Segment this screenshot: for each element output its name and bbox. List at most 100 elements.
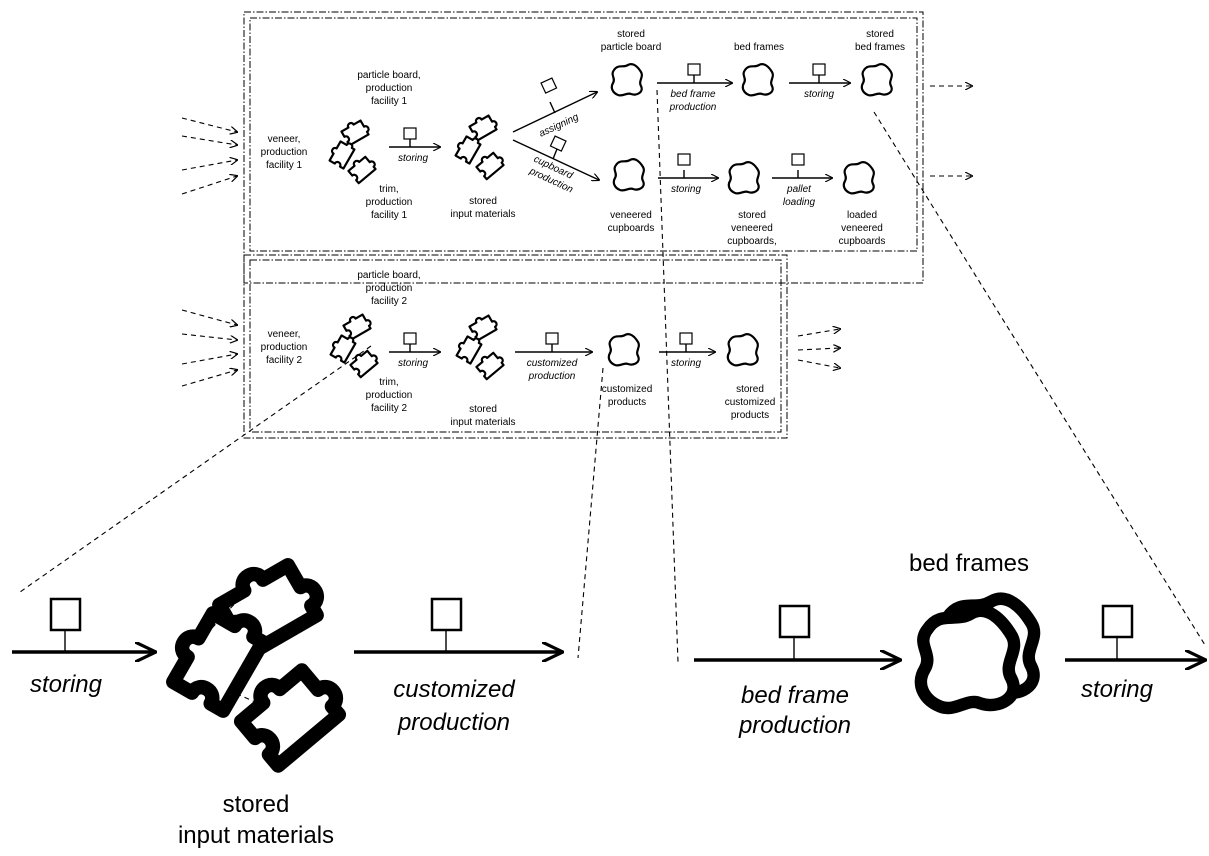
svg-text:bed frames: bed frames	[855, 42, 905, 53]
f1-veneer-label: veneer, production facility 1	[261, 134, 308, 171]
zoom-stored-input-icon	[164, 551, 347, 766]
f1-assigning-arrow: assigning	[512, 77, 597, 140]
f2-trim-label: trim, production facility 2	[366, 377, 413, 414]
f1-bed-frames-icon	[741, 62, 774, 97]
f1-veneered-cupboards-icon	[612, 157, 645, 192]
incoming-arrows-facility-1	[181, 117, 237, 195]
f2-customized-products-icon	[607, 332, 640, 367]
svg-text:facility 1: facility 1	[371, 210, 408, 221]
svg-text:facility 2: facility 2	[371, 403, 408, 414]
svg-text:stored: stored	[738, 210, 766, 221]
svg-text:production: production	[366, 197, 413, 208]
svg-text:storing: storing	[804, 89, 834, 100]
svg-text:loading: loading	[783, 197, 816, 208]
f1-stored-bed-frames-icon	[860, 62, 893, 97]
svg-text:cupboards: cupboards	[839, 236, 886, 247]
svg-text:veneer,: veneer,	[268, 134, 301, 145]
svg-text:products: products	[608, 397, 646, 408]
svg-text:production: production	[397, 709, 510, 736]
svg-text:production: production	[261, 147, 308, 158]
svg-text:loaded: loaded	[847, 210, 877, 221]
svg-text:production: production	[366, 283, 413, 294]
f2-stored-input-icon	[452, 310, 507, 381]
f2-stored-customized-products-label: stored customized products	[725, 384, 776, 421]
f1-stored-veneered-cupboards-icon	[727, 160, 760, 195]
svg-text:stored: stored	[736, 384, 764, 395]
svg-text:particle board,: particle board,	[357, 270, 420, 281]
svg-text:trim,: trim,	[379, 184, 398, 195]
f2-particle-board-label: particle board, production facility 2	[357, 270, 420, 307]
outgoing-arrows	[797, 86, 972, 368]
svg-text:customized: customized	[527, 358, 578, 369]
f2-storing-arrow-2: storing	[659, 332, 715, 369]
svg-text:veneered: veneered	[610, 210, 652, 221]
svg-text:input materials: input materials	[450, 417, 515, 428]
svg-text:production: production	[528, 371, 576, 382]
svg-text:veneered: veneered	[731, 223, 773, 234]
svg-text:bed frame: bed frame	[670, 89, 715, 100]
svg-text:facility 2: facility 2	[266, 355, 303, 366]
f2-stored-customized-products-icon	[726, 332, 759, 367]
svg-text:storing: storing	[1081, 676, 1154, 703]
facility-2-frame	[243, 254, 788, 439]
f2-veneer-label: veneer, production facility 2	[261, 329, 308, 366]
svg-text:customized: customized	[602, 384, 653, 395]
zoom-customized-production-arrow: customized production	[354, 597, 562, 736]
f1-particle-board-label: particle board, production facility 1	[357, 70, 420, 107]
zoom-storing-arrow-2: storing	[1065, 604, 1205, 703]
f1-pallet-loading-arrow: pallet loading	[772, 153, 832, 208]
svg-text:production: production	[366, 390, 413, 401]
f1-stored-bed-frames-label: stored bed frames	[855, 29, 905, 53]
svg-text:customized: customized	[725, 397, 776, 408]
svg-text:stored: stored	[617, 29, 645, 40]
f1-stored-particle-board-label: stored particle board	[601, 29, 662, 53]
zoom-bed-frames-label: bed frames	[909, 550, 1029, 577]
svg-text:trim,: trim,	[379, 377, 398, 388]
f1-stored-input-label: stored input materials	[450, 196, 515, 220]
svg-text:input materials: input materials	[450, 209, 515, 220]
svg-text:cupboards,: cupboards,	[727, 236, 776, 247]
svg-text:stored: stored	[469, 404, 497, 415]
svg-text:pallet: pallet	[786, 184, 812, 195]
svg-text:production: production	[738, 712, 851, 739]
f1-stored-input-icon	[451, 110, 507, 181]
f1-loaded-veneered-cupboards-icon	[842, 160, 875, 195]
f1-storing-arrow: storing	[389, 127, 440, 164]
f2-customized-products-label: customized products	[602, 384, 653, 408]
f2-customized-production-arrow: customized production	[515, 332, 592, 382]
f2-input-materials-icon	[326, 309, 381, 379]
svg-text:facility 1: facility 1	[371, 96, 408, 107]
svg-text:stored: stored	[469, 196, 497, 207]
svg-text:storing: storing	[671, 184, 701, 195]
f1-bed-frame-production-arrow: bed frame production	[657, 63, 732, 113]
svg-text:storing: storing	[30, 671, 103, 698]
svg-text:veneer,: veneer,	[268, 329, 301, 340]
f2-stored-input-label: stored input materials	[450, 404, 515, 428]
zoom-bed-frame-production-arrow: bed frame production	[694, 604, 900, 739]
svg-text:stored: stored	[223, 791, 290, 818]
f1-storing-arrow-2: storing	[789, 63, 850, 100]
svg-text:particle board,: particle board,	[357, 70, 420, 81]
svg-text:particle board: particle board	[601, 42, 662, 53]
svg-text:veneered: veneered	[841, 223, 883, 234]
svg-text:facility 1: facility 1	[266, 160, 303, 171]
zoom-bed-frames-icon	[921, 599, 1034, 708]
incoming-arrows-facility-2	[181, 309, 237, 387]
f1-stored-particle-board-icon	[610, 62, 643, 97]
zoom-guide-lines	[19, 89, 1206, 663]
svg-text:products: products	[731, 410, 769, 421]
svg-text:storing: storing	[398, 358, 428, 369]
f1-input-materials-icon	[325, 115, 379, 185]
svg-text:production: production	[366, 83, 413, 94]
zoom-storing-arrow: storing	[12, 597, 155, 698]
f1-trim-label: trim, production facility 1	[366, 184, 413, 221]
svg-text:production: production	[261, 342, 308, 353]
f1-cupboard-arrow: cupboard production	[512, 135, 599, 196]
svg-text:stored: stored	[866, 29, 894, 40]
svg-text:cupboards: cupboards	[608, 223, 655, 234]
f1-storing-arrow-3: storing	[658, 153, 718, 195]
svg-text:input materials: input materials	[178, 822, 334, 849]
svg-text:bed frame: bed frame	[741, 682, 849, 709]
f1-loaded-veneered-cupboards-label: loaded veneered cupboards	[839, 210, 886, 247]
svg-text:storing: storing	[671, 358, 701, 369]
